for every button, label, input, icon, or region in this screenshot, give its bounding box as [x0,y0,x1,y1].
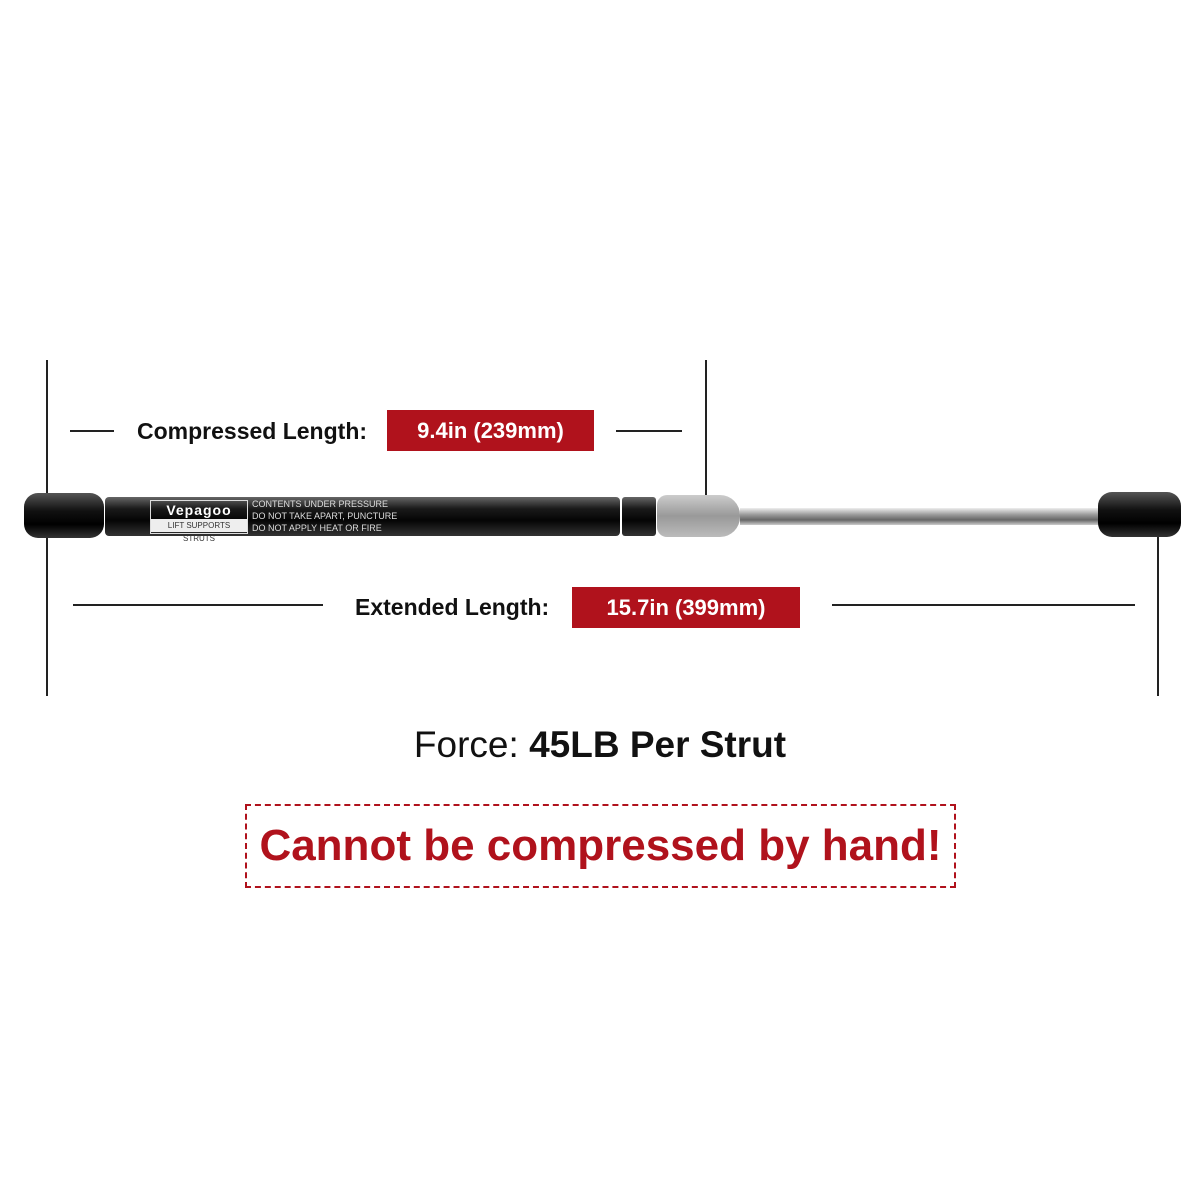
compressed-line-right [616,430,682,432]
warning-line: DO NOT APPLY HEAT OR FIRE [252,523,382,533]
extended-length-value: 15.7in (399mm) [572,587,800,628]
extended-line-right [832,604,1135,606]
compressed-length-value: 9.4in (239mm) [387,410,594,451]
strut-warnings: CONTENTS UNDER PRESSURE DO NOT TAKE APAR… [252,498,397,534]
left-end-fitting [24,493,104,538]
force-line: Force: 45LB Per Strut [0,724,1200,766]
compressed-line-left [70,430,114,432]
extended-length-label: Extended Length: [355,594,550,620]
cylinder-sleeve [622,497,656,536]
right-dimension-line [1157,530,1159,696]
rod-seal-cap [657,495,740,537]
warning-box: Cannot be compressed by hand! [245,804,956,888]
warning-line: DO NOT TAKE APART, PUNCTURE [252,511,398,521]
brand-name: Vepagoo [166,502,232,518]
extended-line-left [73,604,323,606]
piston-rod [740,508,1102,525]
compressed-length-label: Compressed Length: [137,418,368,444]
warning-line: CONTENTS UNDER PRESSURE [252,499,389,509]
right-end-fitting [1098,492,1181,537]
warning-text: Cannot be compressed by hand! [259,821,942,870]
brand-subtitle: LIFT SUPPORTS STRUTS [151,519,247,543]
brand-label: Vepagoo LIFT SUPPORTS STRUTS [150,500,248,543]
force-value: 45LB Per Strut [529,724,787,765]
force-label: Force: [413,724,519,765]
compressed-end-line [705,360,707,506]
